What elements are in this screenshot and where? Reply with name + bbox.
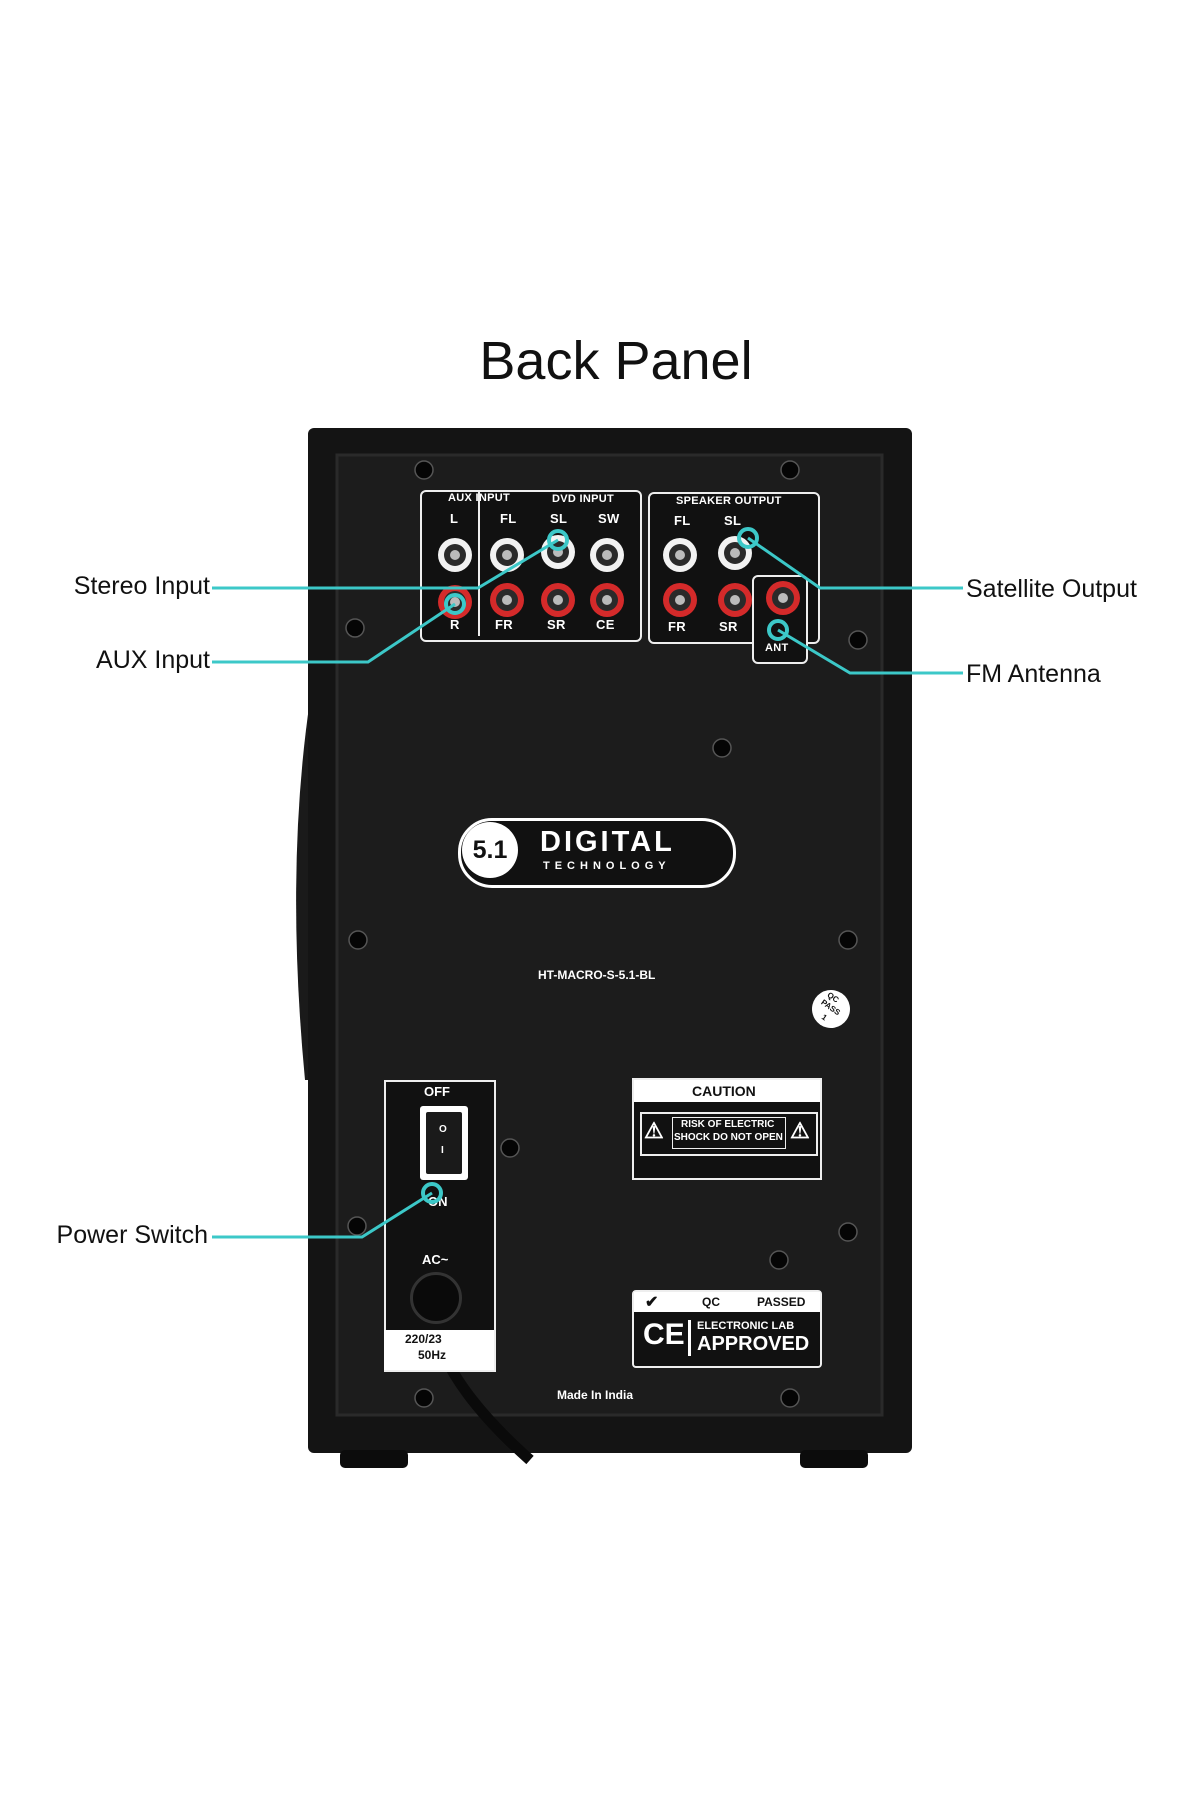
- power-on-label: ON: [428, 1194, 448, 1209]
- dvd-fr-label: FR: [495, 617, 513, 632]
- caution-inner: [640, 1112, 818, 1156]
- dvd-sw-label: SW: [598, 511, 620, 526]
- passed-text: PASSED: [757, 1295, 806, 1309]
- rocker-switch-face[interactable]: [426, 1112, 462, 1174]
- callout-stereo-input: Stereo Input: [73, 572, 210, 600]
- woofer-side: [296, 700, 310, 1080]
- voltage-box: [384, 1330, 494, 1370]
- jack-dvd-fl[interactable]: [490, 538, 524, 572]
- dvd-sr-label: SR: [547, 617, 566, 632]
- model-number: HT-MACRO-S-5.1-BL: [538, 968, 656, 982]
- ce-mark: CE: [643, 1318, 685, 1351]
- screw-icon: [838, 1222, 858, 1242]
- screw-icon: [838, 930, 858, 950]
- logo-subtitle: TECHNOLOGY: [543, 860, 671, 872]
- screw-icon: [414, 1388, 434, 1408]
- aux-l-label: L: [450, 511, 459, 526]
- jack-dvd-sr[interactable]: [541, 583, 575, 617]
- warning-icon-right: ⚠: [790, 1118, 810, 1143]
- jack-dvd-sl[interactable]: [541, 535, 575, 569]
- jack-spk-sr[interactable]: [718, 583, 752, 617]
- screw-icon: [348, 930, 368, 950]
- hz-label: 50Hz: [418, 1348, 447, 1362]
- spk-fr-label: FR: [668, 619, 686, 634]
- screw-icon: [769, 1250, 789, 1270]
- spk-sl-label: SL: [724, 513, 742, 528]
- lab-line-2: APPROVED: [697, 1333, 810, 1355]
- jack-dvd-fr[interactable]: [490, 583, 524, 617]
- caution-title: CAUTION: [692, 1083, 756, 1099]
- callout-aux-input: AUX Input: [96, 646, 210, 674]
- dvd-fl-label: FL: [500, 511, 517, 526]
- dvd-ce-label: CE: [596, 617, 615, 632]
- made-in-label: Made In India: [557, 1388, 634, 1402]
- foot-left: [340, 1450, 408, 1468]
- caution-line-2: SHOCK DO NOT OPEN: [674, 1132, 783, 1143]
- qc-check-icon: ✔: [645, 1294, 659, 1311]
- switch-o: O: [439, 1124, 447, 1135]
- foot-right: [800, 1450, 868, 1468]
- caution-header-bg: [634, 1080, 820, 1102]
- jack-spk-sl[interactable]: [718, 536, 752, 570]
- warning-icon-left: ⚠: [644, 1118, 664, 1143]
- screw-icon: [414, 460, 434, 480]
- ac-label: AC~: [422, 1252, 449, 1267]
- speaker-output-header: SPEAKER OUTPUT: [676, 495, 782, 507]
- jack-spk-fr[interactable]: [663, 583, 697, 617]
- dvd-sl-label: SL: [550, 511, 568, 526]
- power-off-label: OFF: [424, 1084, 450, 1099]
- caution-text-box: [672, 1117, 786, 1149]
- screw-icon: [780, 460, 800, 480]
- callout-power-switch: Power Switch: [56, 1221, 208, 1249]
- jack-aux-l[interactable]: [438, 538, 472, 572]
- callout-fm-antenna: FM Antenna: [966, 660, 1101, 688]
- callout-satellite-output: Satellite Output: [966, 575, 1137, 603]
- jack-ant[interactable]: [766, 581, 800, 615]
- logo-number: 5.1: [472, 836, 508, 864]
- screw-icon: [712, 738, 732, 758]
- spk-sr-label: SR: [719, 619, 738, 634]
- lab-line-1: ELECTRONIC LAB: [697, 1320, 795, 1332]
- jack-aux-r[interactable]: [438, 585, 472, 619]
- ac-inlet: [410, 1272, 462, 1324]
- qc-header-bg: [634, 1292, 820, 1312]
- voltage-label: 220/23: [405, 1332, 442, 1346]
- page-title: Back Panel: [479, 331, 753, 391]
- qc-text: QC: [702, 1295, 720, 1309]
- switch-i: I: [441, 1145, 444, 1156]
- caution-line-1: RISK OF ELECTRIC: [681, 1119, 775, 1130]
- screw-icon: [780, 1388, 800, 1408]
- logo-circle: [462, 822, 518, 878]
- lab-divider: [688, 1320, 691, 1356]
- logo-word: DIGITAL: [540, 826, 675, 858]
- screw-icon: [500, 1138, 520, 1158]
- jack-spk-fl[interactable]: [663, 538, 697, 572]
- jack-dvd-ce[interactable]: [590, 583, 624, 617]
- jack-dvd-sw[interactable]: [590, 538, 624, 572]
- spk-fl-label: FL: [674, 513, 691, 528]
- dvd-input-header: DVD INPUT: [552, 493, 614, 505]
